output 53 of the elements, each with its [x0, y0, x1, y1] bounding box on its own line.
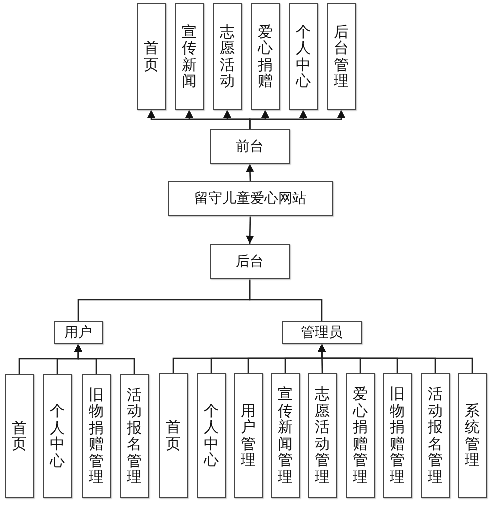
- module-label: 旧物捐赠管理: [390, 386, 405, 485]
- module-label: 首页: [144, 40, 159, 73]
- module-box: [43, 374, 72, 498]
- module-box: [159, 373, 188, 498]
- module-box: [213, 3, 242, 110]
- module-label: 管理员: [301, 324, 343, 342]
- module-label: 用户: [64, 324, 92, 342]
- module-box: [271, 373, 300, 498]
- module-label: 系统管理: [465, 402, 480, 468]
- module-label: 前台: [236, 138, 264, 156]
- module-box: [120, 374, 149, 498]
- module-box: [5, 374, 34, 498]
- module-box: [82, 374, 111, 498]
- module-box: [327, 3, 356, 110]
- module-box: [346, 373, 375, 498]
- module-label: 首页: [166, 419, 181, 452]
- module-label: 留守儿童爱心网站: [194, 190, 306, 208]
- connector-arrow: [246, 164, 254, 182]
- module-label: 个人中心: [296, 24, 311, 90]
- module-label: 活动报名管理: [428, 386, 443, 485]
- module-label: 爱心捐赠: [258, 24, 273, 90]
- module-box: [197, 373, 226, 498]
- module-label: 个人中心: [204, 402, 219, 468]
- module-label: 爱心捐赠管理: [353, 386, 368, 485]
- connector-arrow: [246, 216, 254, 244]
- module-box: [54, 321, 103, 344]
- module-label: 志愿活动: [220, 24, 235, 90]
- connector-arrow: [318, 344, 474, 373]
- module-label: 宣传新闻: [182, 24, 197, 90]
- module-box: [234, 373, 263, 498]
- module-label: 首页: [12, 420, 27, 452]
- module-box: [137, 3, 166, 110]
- module-box: [289, 3, 318, 110]
- connector-arrow: [74, 344, 136, 374]
- module-box: [458, 373, 487, 498]
- module-box: [308, 373, 337, 498]
- module-label: 个人中心: [50, 403, 65, 469]
- module-box: [168, 181, 333, 216]
- module-label: 活动报名管理: [127, 386, 142, 486]
- module-label: 志愿活动管理: [315, 386, 330, 485]
- module-box: [175, 3, 204, 110]
- module-label: 宣传新闻管理: [278, 386, 293, 485]
- module-label: 后台: [236, 252, 264, 270]
- module-label: 后台管理: [334, 24, 349, 90]
- module-box: [210, 129, 290, 164]
- module-box: [282, 321, 362, 344]
- module-label: 用户管理: [241, 402, 256, 468]
- module-box: [421, 373, 450, 498]
- module-box: [383, 373, 412, 498]
- module-box: [210, 244, 290, 279]
- connector-arrow: [249, 110, 346, 129]
- module-label: 旧物捐赠管理: [89, 386, 104, 486]
- module-box: [251, 3, 280, 110]
